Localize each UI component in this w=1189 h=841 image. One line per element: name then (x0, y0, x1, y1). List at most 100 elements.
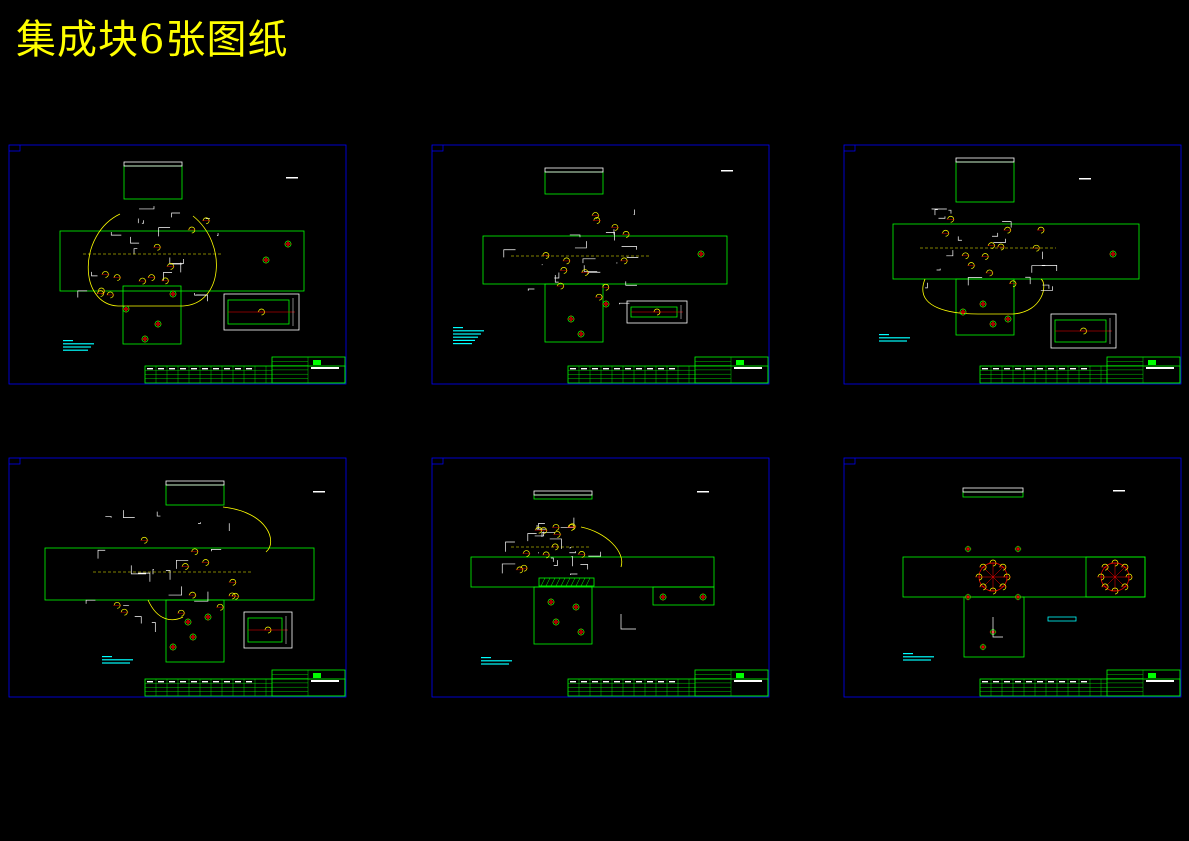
passage-line (168, 586, 183, 596)
drawing-sheet-6[interactable] (843, 457, 1182, 698)
label-mark (721, 170, 733, 172)
title-block-text-mark (1048, 368, 1054, 370)
title-block-text-mark (158, 368, 164, 370)
block-outline (59, 230, 305, 292)
thread-mark (264, 626, 272, 634)
passage-line (571, 556, 573, 567)
drawing-sheet-5[interactable] (431, 457, 770, 698)
passage-line (580, 564, 589, 570)
passage-line (133, 248, 138, 255)
drawing-canvas (843, 457, 1182, 698)
thread-mark (997, 243, 1005, 251)
thread-mark (1101, 583, 1109, 591)
title-block-text-mark (647, 681, 653, 683)
thread-mark (139, 277, 146, 285)
drawing-sheet-2[interactable] (431, 144, 770, 385)
title-block-text-mark (982, 368, 988, 370)
block-outline (165, 484, 225, 506)
title-block-text-mark (581, 368, 587, 370)
corner-tab (432, 145, 444, 152)
title-block-text-mark (191, 681, 197, 683)
thread-mark (202, 559, 209, 566)
block-outline (1085, 556, 1146, 598)
title-block-text-mark (169, 368, 175, 370)
note-text-mark (63, 346, 91, 348)
passage-line (158, 227, 171, 237)
thread-mark (602, 283, 610, 291)
sheet-border (843, 457, 1182, 698)
passage-line (931, 208, 947, 210)
thread-mark (593, 217, 601, 224)
thread-mark (535, 526, 543, 534)
passage-line (992, 232, 999, 237)
passage-line (194, 591, 209, 602)
note-text-mark (453, 343, 472, 345)
section-view (1047, 616, 1077, 622)
thread-mark (560, 267, 568, 274)
section-mark (620, 614, 636, 630)
title-block-text-mark (592, 368, 598, 370)
block-outline (955, 278, 1015, 336)
note-text-mark (102, 659, 133, 661)
title-block-text-mark (603, 368, 609, 370)
passage-line (85, 599, 96, 604)
title-block-text-mark (734, 367, 762, 369)
title-block-text-mark (625, 681, 631, 683)
note-text-mark (879, 334, 889, 336)
section-view (223, 293, 300, 331)
passage-line (569, 234, 581, 238)
hatch-line (545, 577, 551, 587)
passage-line (211, 549, 222, 552)
passage-line (618, 302, 630, 305)
passage-line (123, 510, 135, 519)
title-block-text-mark (158, 681, 164, 683)
passage-line (141, 220, 144, 224)
sheet-graphics (8, 144, 347, 385)
label-mark (697, 491, 709, 493)
note-text-mark (453, 330, 484, 332)
centerline-mark (982, 566, 994, 578)
thread-mark (578, 551, 586, 558)
passage-line (626, 256, 639, 258)
block-outline (962, 491, 1024, 498)
drawing-canvas (431, 144, 770, 385)
passage-line (938, 216, 946, 219)
drawing-canvas (843, 144, 1182, 385)
thread-mark (542, 252, 550, 259)
thread-mark (989, 559, 997, 567)
title-block-text-mark (1026, 681, 1032, 683)
title-block-text-mark (993, 681, 999, 683)
drawing-canvas (431, 457, 770, 698)
passage-line (957, 236, 962, 241)
passage-line (1042, 284, 1050, 289)
title-block-text-mark (581, 681, 587, 683)
title-block-text-mark (625, 368, 631, 370)
title-block-text-mark (982, 681, 988, 683)
sheet-graphics (431, 457, 770, 698)
drawing-sheet-3[interactable] (843, 144, 1182, 385)
note-text-mark (481, 663, 509, 665)
thread-mark (102, 271, 109, 278)
thread-mark (113, 274, 121, 281)
title-block-text-mark (658, 368, 664, 370)
thread-mark (542, 551, 550, 559)
thread-mark (1111, 587, 1119, 595)
title-block-text-mark (147, 681, 153, 683)
drawing-sheet-4[interactable] (8, 457, 347, 698)
passage-line (165, 570, 171, 580)
title-block-text-mark (169, 681, 175, 683)
passage-line (527, 288, 535, 291)
thread-mark (592, 212, 599, 219)
dimension-line (962, 487, 1024, 493)
title-block-text-mark (993, 368, 999, 370)
thread-mark (140, 536, 148, 544)
title-block-text-mark (246, 368, 252, 370)
thread-mark (148, 274, 155, 281)
drawing-sheet-1[interactable] (8, 144, 347, 385)
hatch-line (555, 577, 561, 587)
thread-mark (1111, 559, 1119, 567)
thread-mark (979, 583, 987, 591)
passage-line (216, 233, 219, 236)
hatch-region (538, 577, 595, 587)
title-block-text-mark (614, 681, 620, 683)
